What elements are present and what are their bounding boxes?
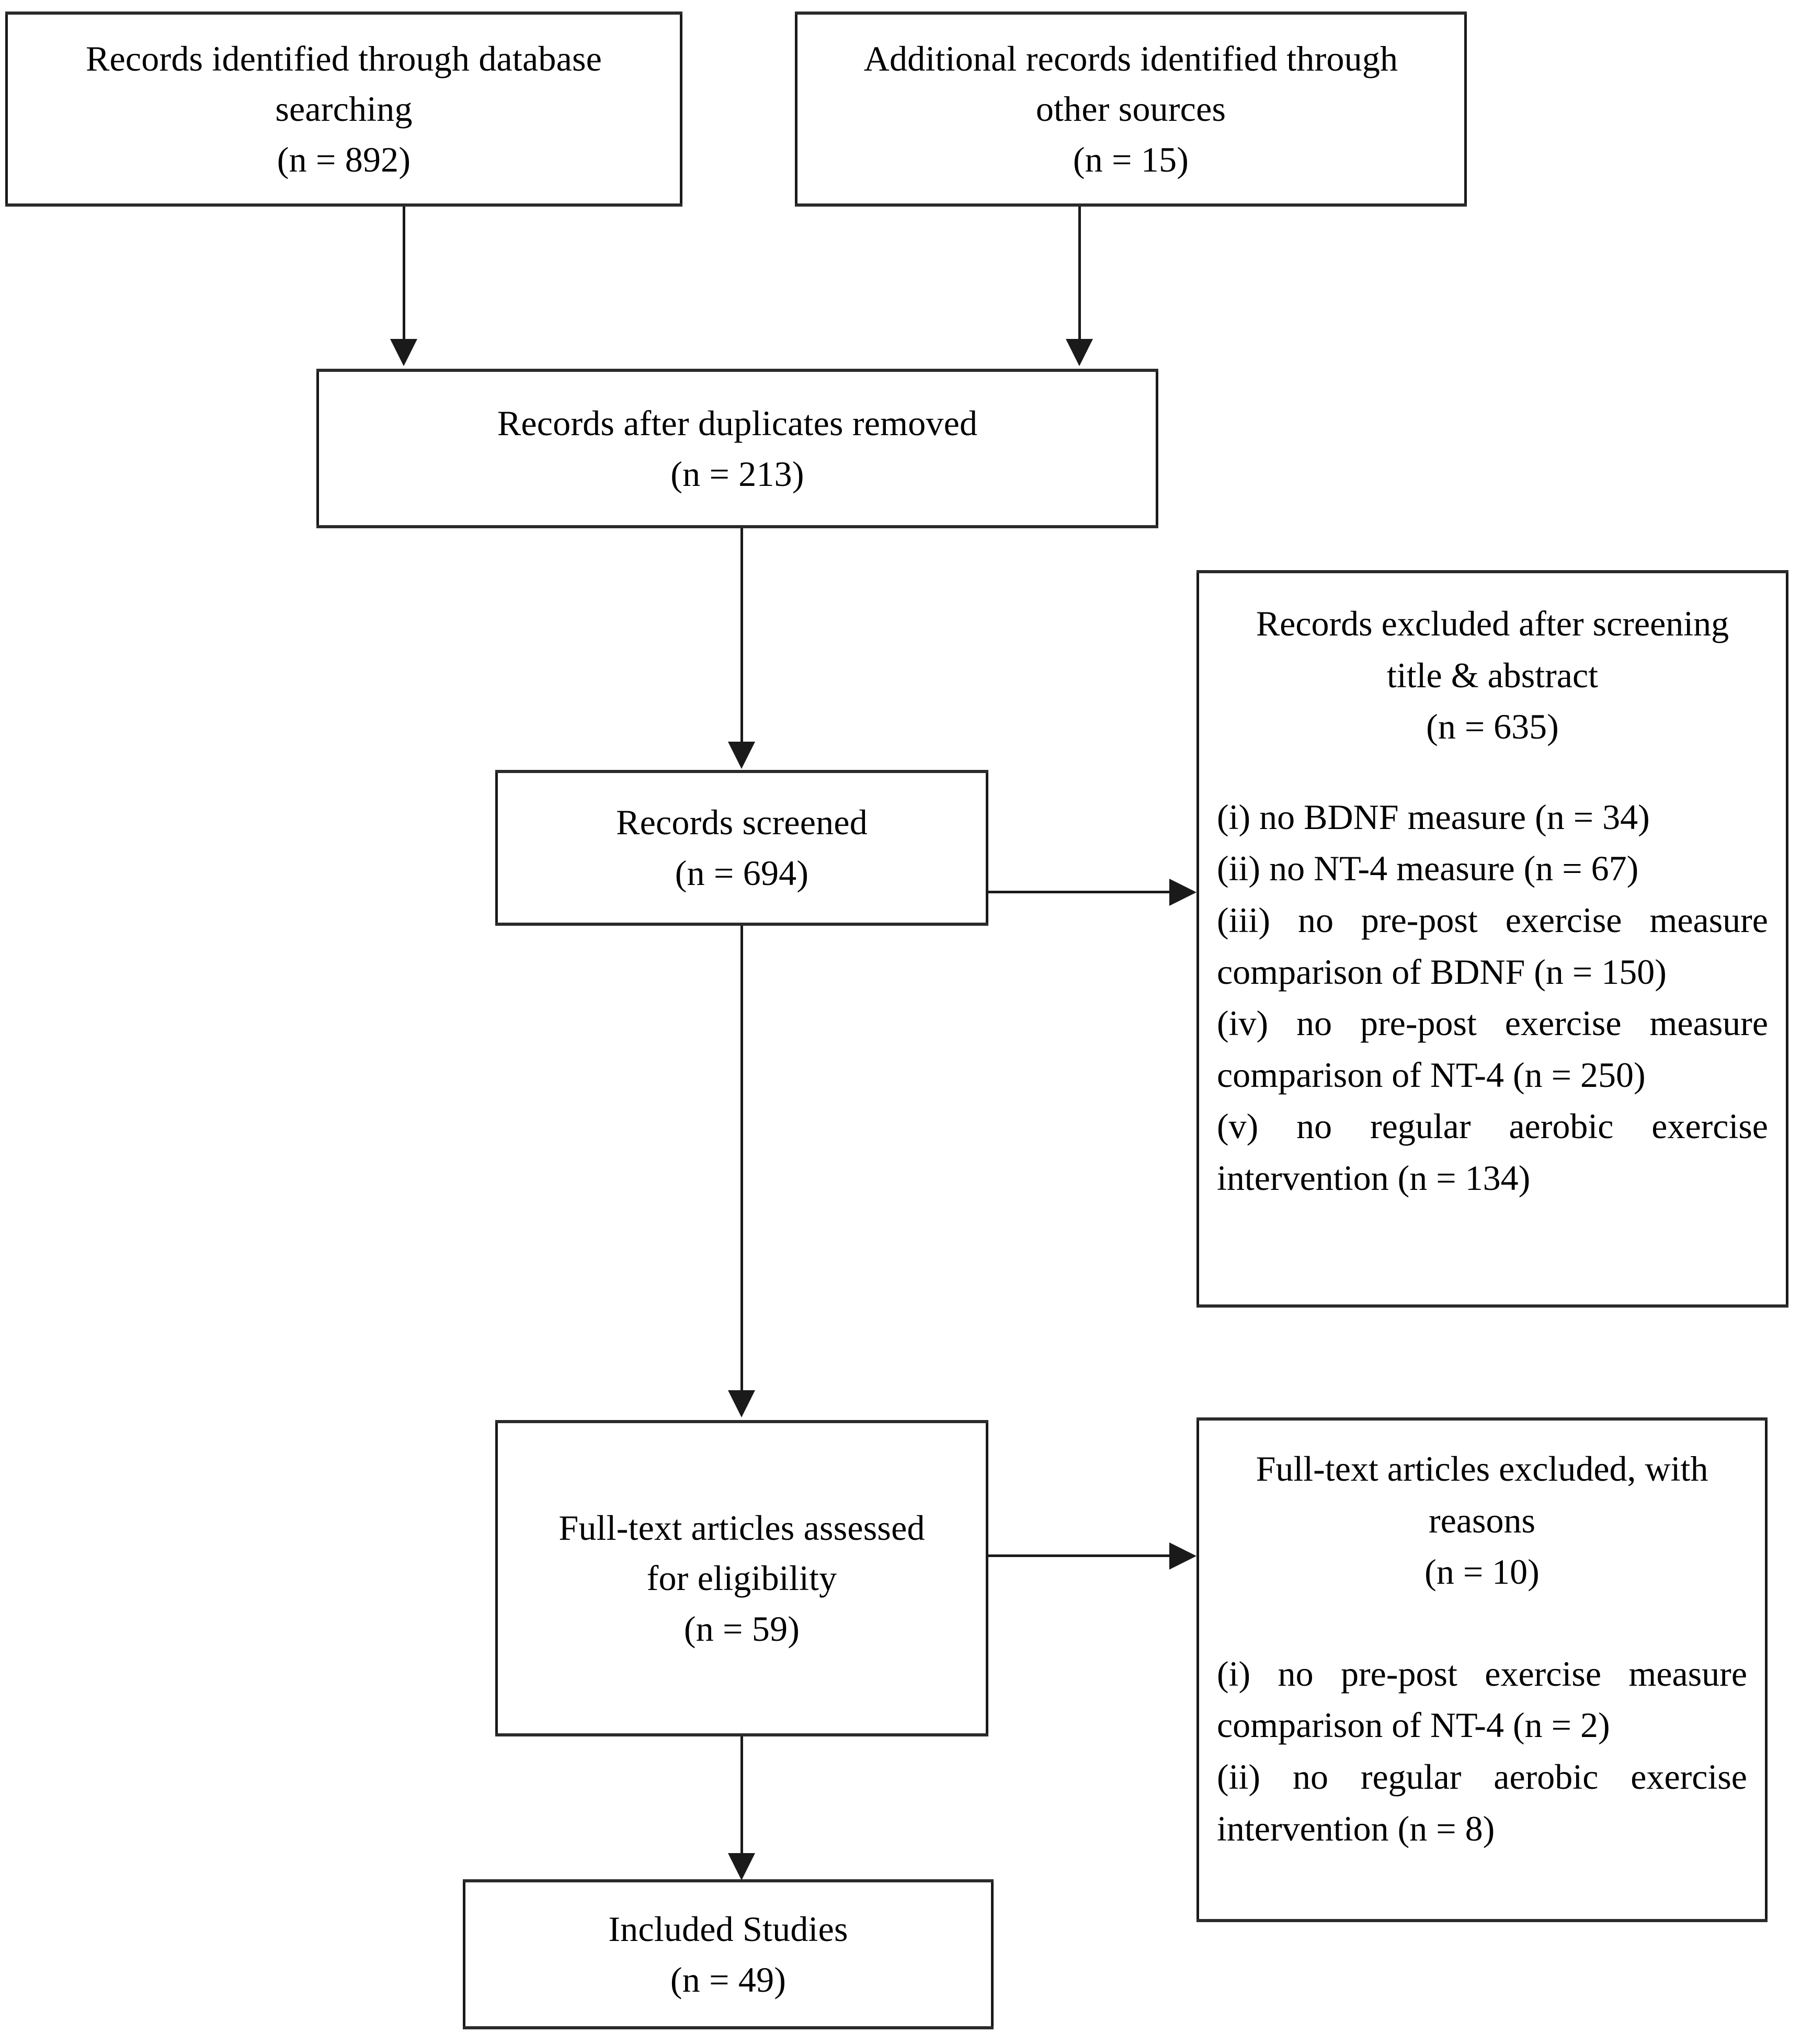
node-line: (n = 59) [683,1608,800,1649]
node-line: Records screened [616,802,868,843]
node-line: Records after duplicates removed [497,403,978,443]
node-fulltext-articles-excluded: Full-text articles excluded, with reason… [1196,1417,1768,1922]
node-line: Full-text articles excluded, with [1256,1449,1708,1489]
connector-duplicates-to-screened [740,528,743,743]
node-line: (n = 635) [1426,707,1559,747]
list-item: (i) no BDNF measure (n = 34) [1217,797,1650,837]
node-line: for eligibility [646,1558,837,1598]
arrowhead-other-to-duplicates [1066,339,1093,366]
node-line: (n = 49) [670,1959,786,2000]
connector-other-to-duplicates [1078,207,1081,340]
node-records-screened: Records screened (n = 694) [495,770,988,926]
node-line: (n = 15) [1073,139,1189,179]
node-additional-records-other-sources: Additional records identified through ot… [795,12,1467,207]
arrowhead-fulltext-to-excluded [1169,1542,1196,1570]
node-line: Records excluded after screening [1256,604,1729,643]
connector-database-to-duplicates [403,207,405,340]
list-item: (iv) no pre-post exercise measure compar… [1217,1003,1768,1095]
arrowhead-duplicates-to-screened [728,742,755,769]
node-line: Records identified through database [85,38,602,78]
connector-fulltext-to-excluded [988,1554,1171,1557]
node-records-identified-database: Records identified through database sear… [5,12,682,207]
node-fulltext-articles-assessed: Full-text articles assessed for eligibil… [495,1420,988,1736]
node-line: title & abstract [1386,655,1599,695]
exclusion-reason-list: (i) no pre-post exercise measure compari… [1199,1648,1765,1854]
node-records-excluded-after-screening: Records excluded after screening title &… [1196,570,1788,1308]
list-item: (ii) no regular aerobic exercise interve… [1217,1756,1747,1848]
list-item: (iii) no pre-post exercise measure compa… [1217,900,1768,992]
arrowhead-screened-to-fulltext [728,1390,755,1417]
node-line: searching [275,89,413,129]
node-line: (n = 213) [670,453,804,494]
list-item: (ii) no NT-4 measure (n = 67) [1217,848,1639,889]
connector-screened-to-fulltext [740,926,743,1391]
exclusion-reason-list: (i) no BDNF measure (n = 34) (ii) no NT-… [1199,791,1786,1204]
node-line: reasons [1429,1500,1535,1540]
connector-screened-to-excluded [988,891,1171,893]
connector-fulltext-to-included [740,1736,743,1854]
list-item: (v) no regular aerobic exercise interven… [1217,1106,1768,1198]
node-line: Full-text articles assessed [558,1507,925,1548]
node-line: (n = 694) [675,853,809,893]
node-line: other sources [1035,89,1226,129]
arrowhead-screened-to-excluded [1169,879,1196,906]
node-line: (n = 892) [277,139,411,179]
node-included-studies: Included Studies (n = 49) [463,1879,994,2029]
arrowhead-fulltext-to-included [728,1853,755,1880]
node-records-after-duplicates-removed: Records after duplicates removed (n = 21… [316,369,1158,528]
list-item: (i) no pre-post exercise measure compari… [1217,1653,1747,1745]
node-line: (n = 10) [1424,1552,1540,1592]
node-line: Additional records identified through [863,38,1398,78]
arrowhead-database-to-duplicates [390,339,417,366]
node-line: Included Studies [608,1909,848,1949]
